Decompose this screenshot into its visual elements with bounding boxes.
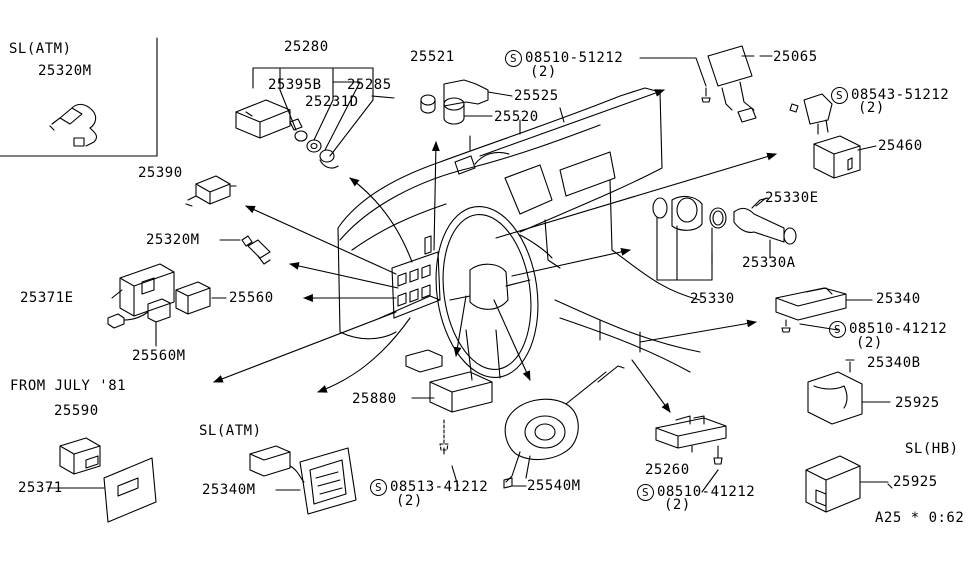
screw-qty-4: (2) [396, 493, 423, 509]
part-label-25371e: 25371E [20, 290, 74, 306]
inset-condition-label: SL(ATM) [9, 41, 72, 57]
screw-symbol-icon: S [829, 321, 846, 338]
part-label-25340m: 25340M [202, 482, 256, 498]
screw-symbol-icon: S [831, 87, 848, 104]
part-label-25330a: 25330A [742, 255, 796, 271]
screw-number: 08543-51212 [851, 87, 950, 103]
part-25340m-drawing [249, 445, 357, 515]
part-label-25520: 25520 [494, 109, 539, 125]
part-label-25340: 25340 [876, 291, 921, 307]
part-label-25285: 25285 [347, 77, 392, 93]
part-label-25371: 25371 [18, 480, 63, 496]
part-label-25560: 25560 [229, 290, 274, 306]
screw-number: 08510-41212 [849, 321, 948, 337]
part-label-25390: 25390 [138, 165, 183, 181]
part-label-25231d: 25231D [305, 94, 359, 110]
part-label-25560m: 25560M [132, 348, 186, 364]
part-25320m-drawing [241, 235, 271, 265]
part-25880-drawing [405, 349, 493, 455]
reference-code: A25 * 0:62 [875, 510, 965, 526]
hazard-switch-group-drawing [107, 263, 211, 329]
inset-part-label: 25320M [38, 63, 92, 79]
screw-number: 08510-41212 [657, 484, 756, 500]
part-label-25521: 25521 [410, 49, 455, 65]
part-label-25330e: 25330E [765, 190, 819, 206]
screw-qty-1: (2) [530, 64, 557, 80]
screw-qty-2: (2) [858, 100, 885, 116]
relay-25460-drawing [789, 93, 861, 179]
screw-qty-3: (2) [856, 335, 883, 351]
screw-qty-5: (2) [664, 497, 691, 513]
explode-arrows [213, 89, 777, 413]
part-label-25320m: 25320M [146, 232, 200, 248]
note-from-july: FROM JULY '81 [10, 378, 127, 394]
relay-25065-drawing [707, 45, 757, 123]
note-sl-atm-bottom: SL(ATM) [199, 423, 262, 439]
part-label-25925-bottom: 25925 [893, 474, 938, 490]
part-25590-drawing [59, 437, 157, 523]
switch-cluster-drawing [391, 235, 441, 319]
note-sl-hb: SL(HB) [905, 441, 959, 457]
ashtray-drawing [775, 287, 873, 333]
screw-25065 [701, 87, 711, 103]
screw-number: 08510-51212 [525, 50, 624, 66]
part-label-25525: 25525 [514, 88, 559, 104]
inset-switch-drawing [49, 103, 98, 147]
part-label-25280: 25280 [284, 39, 329, 55]
part-label-25395b: 25395B [268, 77, 322, 93]
part-label-25880: 25880 [352, 391, 397, 407]
console-25925-top-drawing [807, 359, 891, 425]
part-25260-drawing [655, 415, 727, 465]
lighter-drawing [652, 195, 797, 281]
part-25390-drawing [185, 175, 231, 207]
screw-symbol-icon: S [370, 479, 387, 496]
part-label-25340b: 25340B [867, 355, 921, 371]
part-label-25540m: 25540M [527, 478, 581, 494]
part-label-25460: 25460 [878, 138, 923, 154]
steering-wheel-drawing [435, 206, 539, 381]
combination-switch-drawing [503, 365, 625, 489]
inset-frame [0, 37, 158, 157]
part-label-25260: 25260 [645, 462, 690, 478]
headlamp-switch-drawing [235, 67, 374, 169]
screw-number: 08513-41212 [390, 479, 489, 495]
part-label-25065: 25065 [773, 49, 818, 65]
dashboard-drawing [337, 87, 701, 373]
screw-symbol-icon: S [505, 50, 522, 67]
console-25925-bottom-drawing [805, 455, 889, 513]
screw-symbol-icon: S [637, 484, 654, 501]
part-label-25590: 25590 [54, 403, 99, 419]
tcs-relay-drawing [420, 79, 513, 175]
screw-leader-s1 [639, 57, 707, 87]
part-label-25925-top: 25925 [895, 395, 940, 411]
part-label-25330: 25330 [690, 291, 735, 307]
leader-lines [47, 55, 893, 493]
